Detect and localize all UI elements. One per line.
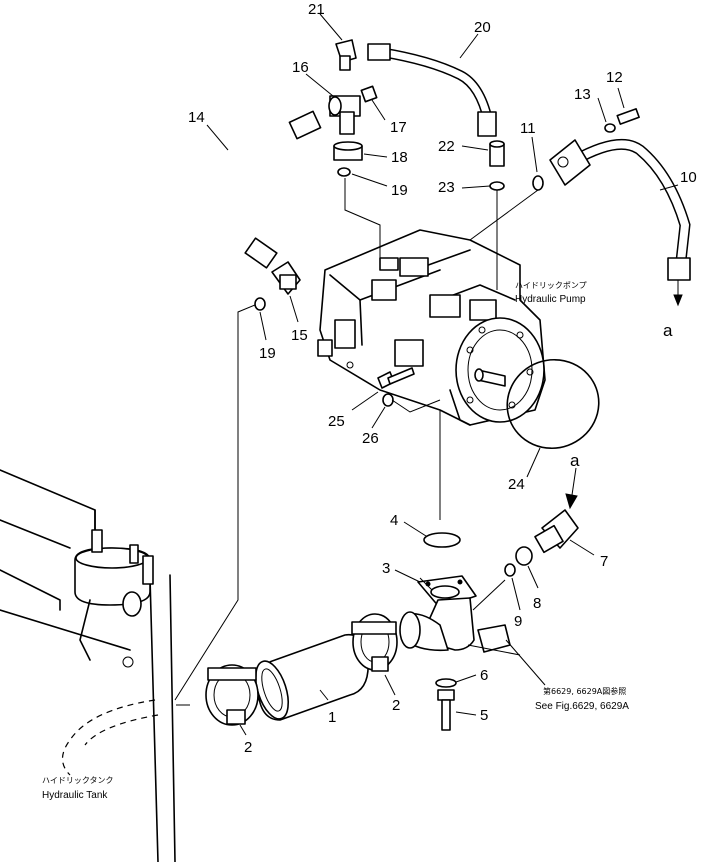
hose-clamp-right <box>351 613 398 672</box>
tank-label-jp: ハイドリックタンク <box>42 776 114 785</box>
o-ring-4 <box>423 532 461 548</box>
hose-clamp-left <box>205 664 259 726</box>
callout-26: 26 <box>362 430 379 447</box>
callout-20: 20 <box>474 19 491 36</box>
callout-16: 16 <box>292 59 309 76</box>
o-ring-19-left <box>254 297 266 311</box>
suction-elbow <box>399 575 521 656</box>
callout-leaders <box>206 13 679 736</box>
elbow-15 <box>271 261 301 295</box>
bolt-5 <box>437 689 455 731</box>
callout-2-right: 2 <box>392 697 400 714</box>
pump-label-jp: ハイドリックポンプ <box>515 281 587 290</box>
callout-21: 21 <box>308 1 325 18</box>
hose-20 <box>367 43 497 137</box>
callout-23: 23 <box>438 179 455 196</box>
elbow-21 <box>335 39 357 71</box>
washer-6 <box>435 678 457 688</box>
adapter-22 <box>489 140 505 167</box>
hydraulic-pump <box>317 229 546 426</box>
callout-10: 10 <box>680 169 697 186</box>
nut-18 <box>333 141 363 161</box>
o-ring-24 <box>506 358 600 450</box>
callout-3: 3 <box>382 560 390 577</box>
bolt-12 <box>616 108 640 125</box>
callout-19-left: 19 <box>259 345 276 362</box>
reference-label-en: See Fig.6629, 6629A <box>535 701 629 712</box>
nut-8 <box>515 546 533 566</box>
pump-label-en: Hydraulic Pump <box>515 294 586 305</box>
callout-11: 11 <box>520 120 536 137</box>
tube-10 <box>549 138 691 281</box>
plug-17 <box>360 85 378 103</box>
callout-19-top: 19 <box>391 182 408 199</box>
tee-16 <box>328 95 361 135</box>
o-ring-19-top <box>337 167 351 177</box>
callout-1: 1 <box>328 709 336 726</box>
callout-24: 24 <box>508 476 525 493</box>
tank-label-en: Hydraulic Tank <box>42 790 108 801</box>
hose-14 <box>203 110 322 269</box>
o-ring-23 <box>489 181 505 191</box>
callout-9: 9 <box>514 613 522 630</box>
elbow-7 <box>534 509 579 554</box>
arrow-label-a-bottom: a <box>570 451 580 470</box>
callout-7: 7 <box>600 553 608 570</box>
washer-26 <box>382 393 394 407</box>
callout-13: 13 <box>574 86 591 103</box>
o-ring-11 <box>532 175 544 191</box>
callout-18: 18 <box>391 149 408 166</box>
callout-22: 22 <box>438 138 455 155</box>
hydraulic-tank <box>0 469 176 862</box>
callout-14: 14 <box>188 109 205 126</box>
callout-25: 25 <box>328 413 345 430</box>
o-ring-9 <box>504 563 516 577</box>
callout-2-left: 2 <box>244 739 252 756</box>
callout-8: 8 <box>533 595 541 612</box>
callout-12: 12 <box>606 69 623 86</box>
callout-5: 5 <box>480 707 488 724</box>
bolt-25 <box>377 367 415 389</box>
callout-6: 6 <box>480 667 488 684</box>
callout-4: 4 <box>390 512 398 529</box>
reference-label-jp: 第6629, 6629A図参照 <box>543 686 626 696</box>
suction-hose <box>254 633 369 721</box>
arrow-label-a-top: a <box>663 321 673 340</box>
leader-lines <box>174 178 683 706</box>
callout-15: 15 <box>291 327 308 344</box>
washer-13 <box>604 123 616 133</box>
callout-17: 17 <box>390 119 407 136</box>
